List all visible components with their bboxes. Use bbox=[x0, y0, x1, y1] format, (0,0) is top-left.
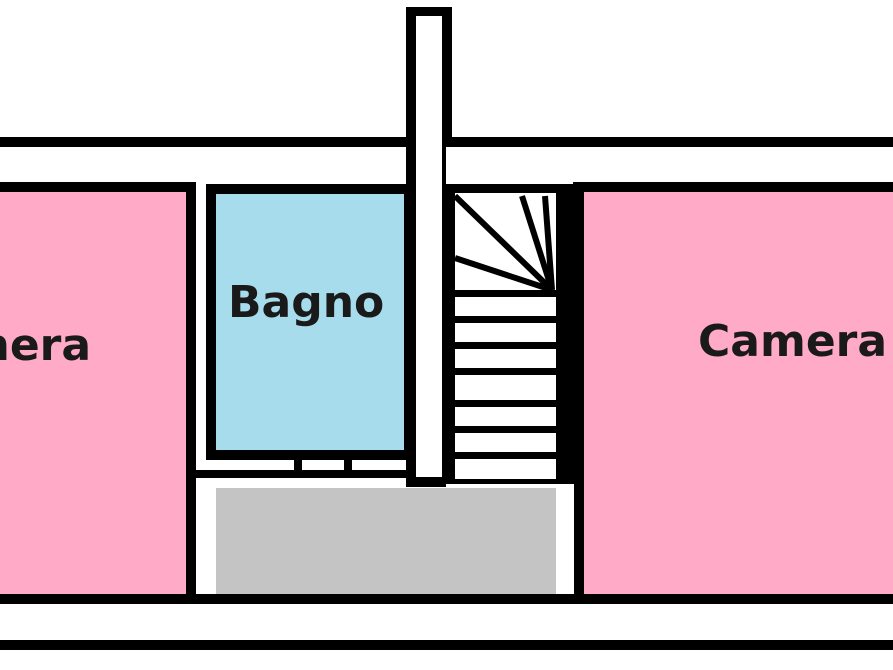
staircase-winder-steps bbox=[452, 193, 555, 293]
room-camera-right: Camera bbox=[574, 184, 893, 594]
wall-left-bedroom-right bbox=[186, 192, 196, 594]
room-label-camera-left: Camera bbox=[0, 320, 91, 371]
bottom-wall-outer bbox=[0, 640, 893, 650]
door-jamb-left bbox=[294, 460, 302, 474]
top-wall-right bbox=[448, 137, 893, 147]
door-jamb-right bbox=[344, 460, 352, 474]
interior-wall-top-left bbox=[0, 182, 196, 192]
bottom-wall-inner bbox=[0, 594, 893, 604]
bathroom-door-wall bbox=[188, 460, 410, 478]
central-corridor-wall bbox=[406, 147, 446, 487]
interior-wall-top-right bbox=[573, 182, 893, 192]
wall-stair-right bbox=[564, 184, 574, 484]
staircase bbox=[446, 184, 564, 484]
staircase-treads bbox=[455, 290, 556, 459]
room-camera-left: Camera bbox=[0, 192, 196, 594]
room-label-camera-right: Camera bbox=[698, 316, 887, 367]
room-label-bagno: Bagno bbox=[228, 277, 384, 328]
chimney bbox=[406, 7, 452, 152]
room-bagno: Bagno bbox=[206, 184, 414, 460]
room-landing bbox=[216, 488, 556, 594]
top-wall-left bbox=[0, 137, 412, 147]
outer-walls bbox=[0, 137, 893, 650]
